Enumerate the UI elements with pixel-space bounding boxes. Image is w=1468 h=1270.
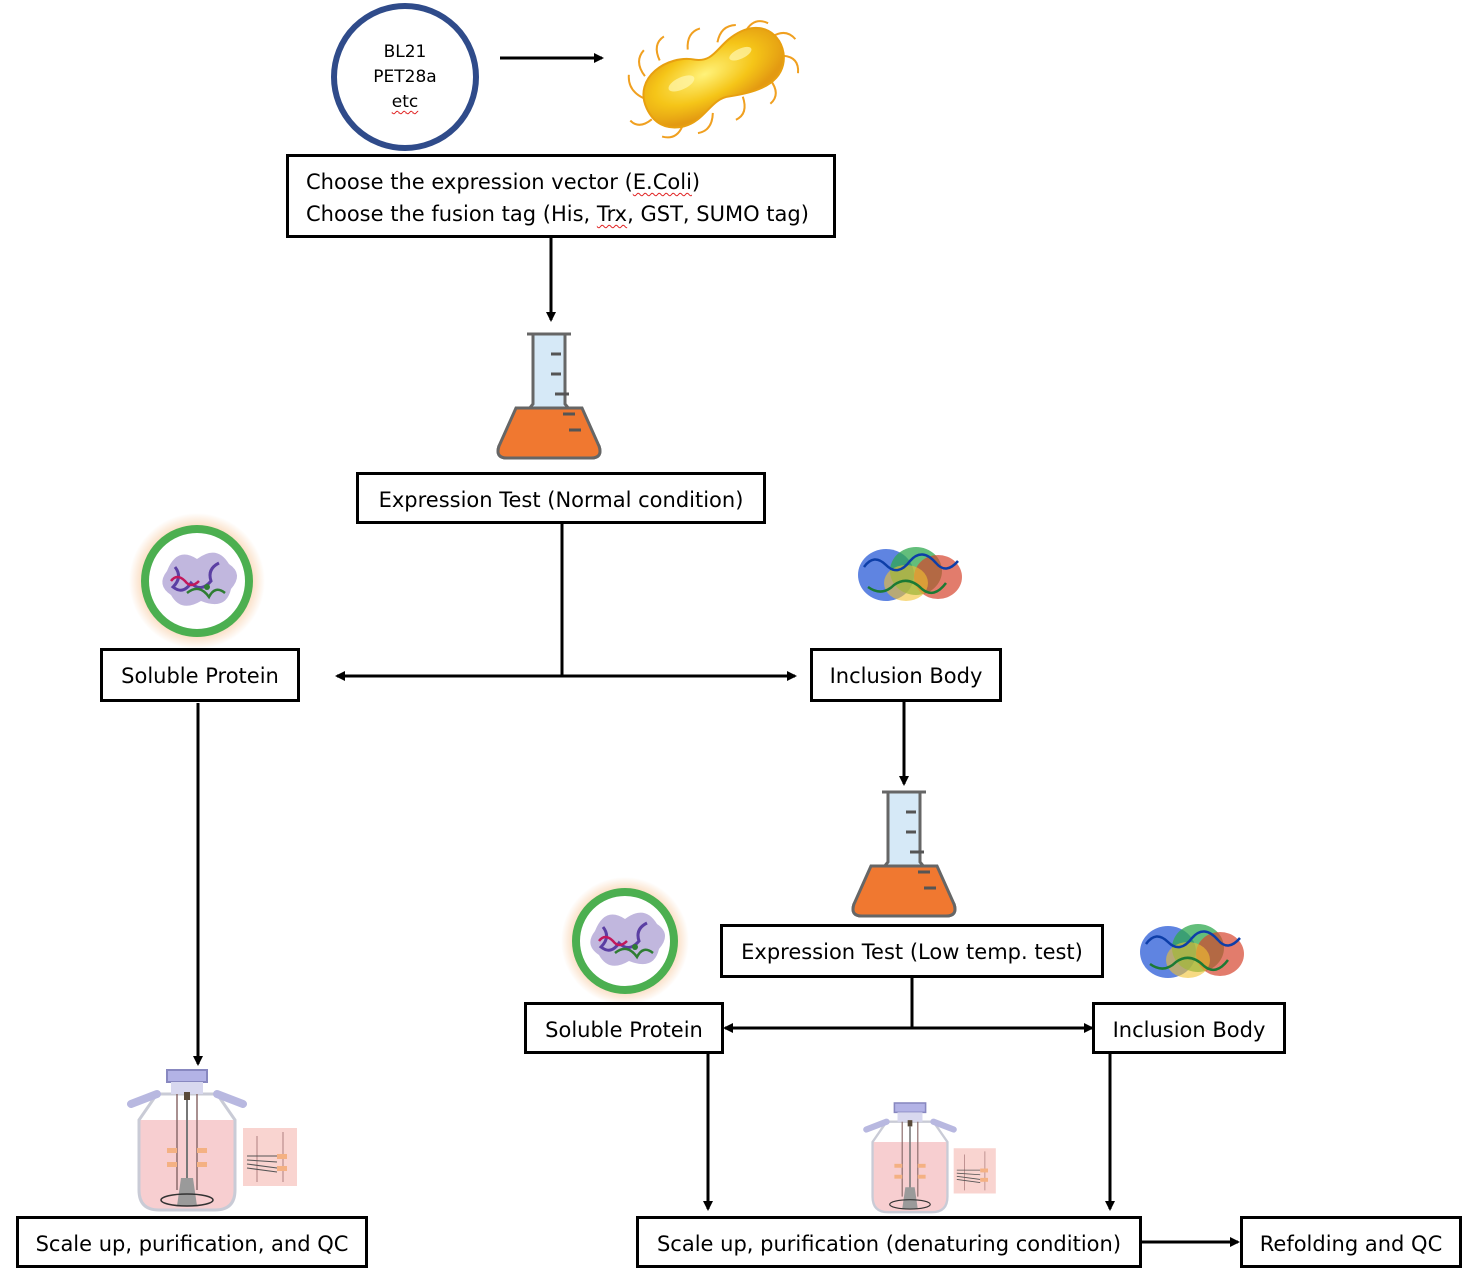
soluble-protein-box-2: Soluble Protein: [524, 1002, 724, 1054]
flask-icon: [496, 332, 602, 460]
ecoli-text: E.Coli: [632, 170, 692, 194]
inclusion-body-label-1: Inclusion Body: [829, 664, 983, 688]
soluble-protein-label-1: Soluble Protein: [121, 664, 279, 688]
trx-text: Trx: [596, 202, 628, 226]
soluble-protein-icon: [561, 877, 689, 1005]
choose-vector-suffix: ): [691, 170, 701, 194]
scale-up-qc-label: Scale up, purification, and QC: [35, 1232, 349, 1256]
bioreactor-icon: [863, 1102, 996, 1214]
expression-test-low-label: Expression Test (Low temp. test): [741, 940, 1083, 964]
vector-line-1: BL21: [383, 42, 427, 62]
refolding-qc-label: Refolding and QC: [1259, 1232, 1443, 1256]
choose-vector-box: Choose the expression vector (E.Coli) Ch…: [286, 154, 836, 238]
vector-line-3-text: etc: [391, 92, 419, 112]
vector-line-2: PET28a: [373, 67, 437, 87]
expression-test-low-box: Expression Test (Low temp. test): [720, 924, 1104, 978]
inclusion-body-box-1: Inclusion Body: [810, 648, 1002, 702]
bioreactor-icon: [127, 1069, 297, 1212]
vector-line-3: etc: [355, 90, 455, 115]
choose-tag-suffix: , GST, SUMO tag): [627, 202, 809, 226]
choose-tag-prefix: Choose the fusion tag (His,: [306, 202, 597, 226]
inclusion-body-icon: [1138, 922, 1246, 980]
soluble-protein-box-1: Soluble Protein: [100, 648, 300, 702]
scale-up-denaturing-box: Scale up, purification (denaturing condi…: [636, 1216, 1142, 1268]
choose-vector-line: Choose the expression vector (E.Coli): [306, 166, 816, 198]
flask-icon: [851, 790, 957, 918]
vector-circle: [331, 3, 479, 151]
scale-up-qc-box: Scale up, purification, and QC: [16, 1216, 368, 1268]
soluble-protein-label-2: Soluble Protein: [545, 1018, 703, 1042]
inclusion-body-icon: [856, 545, 964, 603]
refolding-qc-box: Refolding and QC: [1240, 1216, 1462, 1268]
bacterium-icon: [627, 20, 800, 139]
choose-tag-line: Choose the fusion tag (His, Trx, GST, SU…: [306, 198, 816, 230]
vector-circle-label: BL21 PET28a etc: [355, 40, 455, 115]
choose-vector-prefix: Choose the expression vector (: [306, 170, 633, 194]
inclusion-body-label-2: Inclusion Body: [1112, 1018, 1266, 1042]
expression-test-normal-box: Expression Test (Normal condition): [356, 472, 766, 524]
expression-test-normal-label: Expression Test (Normal condition): [378, 488, 744, 512]
inclusion-body-box-2: Inclusion Body: [1092, 1002, 1286, 1054]
soluble-protein-icon: [129, 513, 265, 649]
scale-up-denaturing-label: Scale up, purification (denaturing condi…: [656, 1232, 1122, 1256]
